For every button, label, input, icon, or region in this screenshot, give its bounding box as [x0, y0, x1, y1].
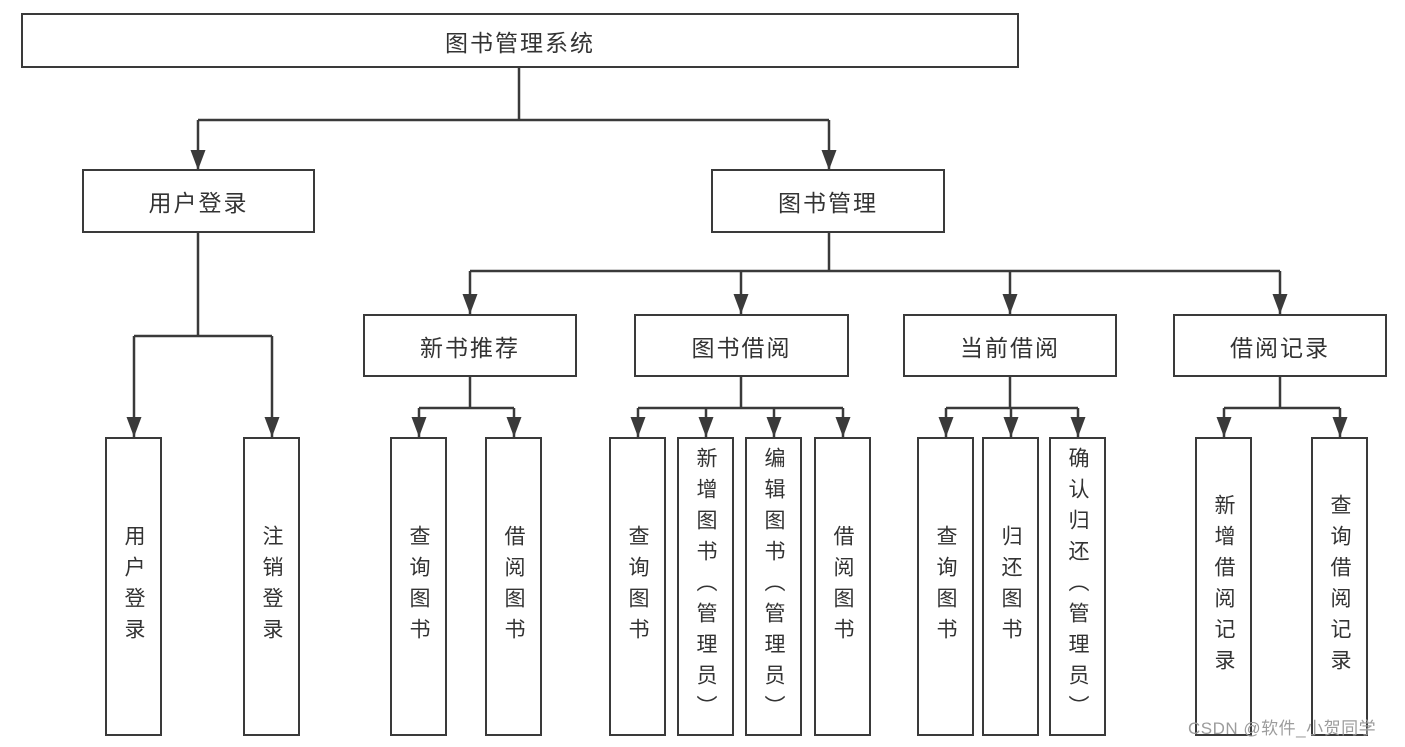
node-label: 查询图书 [626, 524, 649, 649]
arrows-currentborrow-leaves [938, 408, 1086, 437]
node-borrow-records: 借阅记录 [1173, 314, 1387, 377]
node-label: 新增借阅记录 [1212, 493, 1235, 680]
arrows-newbooks-leaves [411, 408, 522, 437]
arrows-userlogin-leaves [126, 336, 280, 437]
node-library-system: 图书管理系统 [21, 13, 1019, 68]
node-label: 归还图书 [999, 524, 1022, 649]
node-label: 注销登录 [260, 524, 283, 649]
node-label: 确认归还（管理员） [1066, 447, 1089, 726]
arrows-bookborrow-leaves [630, 408, 851, 437]
leaf-query-books-1: 查询图书 [390, 437, 447, 736]
node-label: 新增图书（管理员） [694, 447, 717, 726]
leaf-query-books-2: 查询图书 [609, 437, 666, 736]
node-label: 借阅图书 [502, 524, 525, 649]
csdn-watermark: CSDN @软件_小贺同学 [1188, 719, 1377, 738]
leaf-confirm-return-admin: 确认归还（管理员） [1049, 437, 1106, 736]
node-label: 用户登录 [122, 524, 145, 649]
node-label: 编辑图书（管理员） [762, 447, 785, 726]
node-book-management: 图书管理 [711, 169, 945, 233]
node-label: 查询图书 [934, 524, 957, 649]
leaf-user-login: 用户登录 [105, 437, 162, 736]
arrows-bookmgmt-to-level3 [462, 271, 1288, 314]
leaf-borrow-books-1: 借阅图书 [485, 437, 542, 736]
tree-branch-wires [134, 68, 1340, 410]
leaf-borrow-books-2: 借阅图书 [814, 437, 871, 736]
leaf-query-borrow-record: 查询借阅记录 [1311, 437, 1368, 736]
leaf-return-books: 归还图书 [982, 437, 1039, 736]
leaf-edit-book-admin: 编辑图书（管理员） [745, 437, 802, 736]
leaf-query-books-3: 查询图书 [917, 437, 974, 736]
node-label: 借阅图书 [831, 524, 854, 649]
leaf-add-borrow-record: 新增借阅记录 [1195, 437, 1252, 736]
node-label: 查询借阅记录 [1328, 493, 1351, 680]
leaf-logout: 注销登录 [243, 437, 300, 736]
arrows-root-to-level2 [190, 120, 837, 170]
leaf-add-book-admin: 新增图书（管理员） [677, 437, 734, 736]
node-user-login: 用户登录 [82, 169, 315, 233]
node-current-borrowing: 当前借阅 [903, 314, 1117, 377]
node-new-book-recommend: 新书推荐 [363, 314, 577, 377]
arrows-records-leaves [1216, 408, 1348, 437]
node-book-borrowing: 图书借阅 [634, 314, 849, 377]
node-label: 查询图书 [407, 524, 430, 649]
